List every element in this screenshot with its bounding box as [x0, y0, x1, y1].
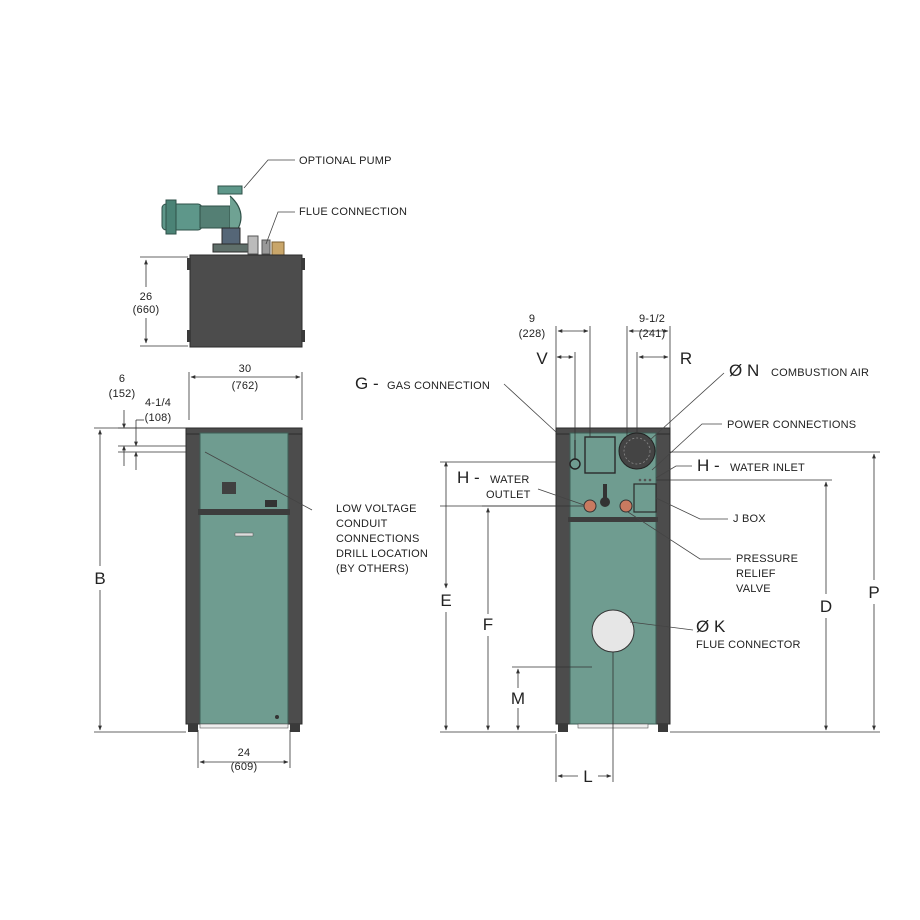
combustion-air-connection — [618, 432, 656, 470]
water-outlet-label-line1: WATER — [490, 474, 530, 486]
low-voltage-label-line1: LOW VOLTAGE — [336, 503, 417, 515]
dim-v-letter: V — [536, 349, 548, 368]
dim-9-1-2-mm: (241) — [639, 328, 666, 340]
dim-4-1-4-mm: (108) — [145, 412, 172, 424]
width-dim-value: 30 — [239, 363, 252, 375]
water-outlet-letter: H - — [457, 468, 480, 487]
water-inlet-connection — [619, 499, 633, 513]
flue-connection-label: FLUE CONNECTION — [299, 206, 407, 218]
pressure-relief-label-line3: VALVE — [736, 583, 771, 595]
dim-p-letter: P — [868, 583, 879, 602]
dim-9-1-2-value: 9-1/2 — [639, 313, 665, 325]
side-upper-panel — [199, 432, 289, 512]
optional-pump-label: OPTIONAL PUMP — [299, 155, 392, 167]
width-dim-mm: (762) — [232, 380, 259, 392]
depth-dim-mm: (660) — [133, 304, 160, 316]
j-box-label: J BOX — [733, 513, 766, 525]
low-voltage-label-line5: (BY OTHERS) — [336, 563, 409, 575]
flue-connector-letter: Ø K — [696, 617, 726, 636]
depth-dim-value: 26 — [140, 291, 153, 303]
rear-view: G - GAS CONNECTION Ø N COMBUSTION AIR PO… — [355, 313, 880, 786]
dim-9-value: 9 — [529, 313, 535, 325]
combustion-air-letter: Ø N — [729, 361, 759, 380]
dim-f-letter: F — [483, 615, 493, 634]
low-voltage-label-line3: CONNECTIONS — [336, 533, 419, 545]
base-width-mm: (609) — [231, 761, 258, 773]
dim-6-mm: (152) — [109, 388, 136, 400]
dim-4-1-4-value: 4-1/4 — [145, 397, 171, 409]
top-view-cabinet — [189, 254, 303, 348]
dim-6-value: 6 — [119, 373, 125, 385]
dim-b-letter: B — [94, 569, 105, 588]
water-outlet-label-line2: OUTLET — [486, 489, 531, 501]
top-view: OPTIONAL PUMP FLUE CONNECTION 26 (660) 3… — [133, 155, 407, 420]
dim-r-letter: R — [680, 349, 692, 368]
dim-9-mm: (228) — [519, 328, 546, 340]
dim-d-letter: D — [820, 597, 832, 616]
water-inlet-letter: H - — [697, 456, 720, 475]
flue-connector-label: FLUE CONNECTOR — [696, 639, 801, 651]
water-inlet-label: WATER INLET — [730, 462, 805, 474]
optional-pump-leader — [243, 159, 295, 189]
side-view: LOW VOLTAGE CONDUIT CONNECTIONS DRILL LO… — [94, 373, 428, 773]
base-width-value: 24 — [238, 747, 251, 759]
pressure-relief-label-line2: RELIEF — [736, 568, 776, 580]
low-voltage-label-line4: DRILL LOCATION — [336, 548, 428, 560]
combustion-air-label: COMBUSTION AIR — [771, 367, 869, 379]
low-voltage-label-line2: CONDUIT — [336, 518, 388, 530]
optional-pump-graphic — [161, 185, 285, 257]
pressure-relief-label-line1: PRESSURE — [736, 553, 798, 565]
gas-connection-label: GAS CONNECTION — [387, 380, 490, 392]
dim-e-letter: E — [440, 591, 451, 610]
gas-letter: G - — [355, 374, 379, 393]
power-connections-label: POWER CONNECTIONS — [727, 419, 856, 431]
dim-m-letter: M — [511, 689, 525, 708]
side-lower-panel — [199, 513, 289, 725]
j-box — [633, 483, 657, 513]
flue-connector-circle — [591, 609, 635, 653]
flue-connection-leader — [265, 211, 295, 245]
water-outlet-connection — [583, 499, 597, 513]
gas-valve-box — [584, 436, 616, 474]
dim-l-letter: L — [583, 767, 592, 786]
